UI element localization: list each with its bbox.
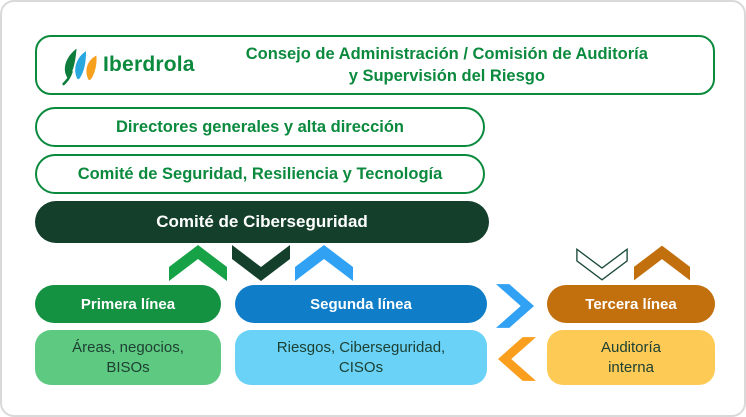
board-title: Consejo de Administración / Comisión de … bbox=[195, 43, 713, 87]
chevron-down-outline-icon bbox=[576, 248, 628, 281]
iberdrola-logo-text: Iberdrola bbox=[103, 53, 195, 76]
second-line-label: Segunda línea bbox=[310, 295, 412, 313]
first-line-label: Primera línea bbox=[80, 295, 176, 313]
third-line-detail-line2: interna bbox=[608, 358, 654, 376]
second-line-detail-line1: Riesgos, Ciberseguridad, bbox=[276, 338, 446, 356]
board-title-line1: Consejo de Administración / Comisión de … bbox=[245, 45, 648, 63]
third-line-pill: Tercera línea bbox=[547, 285, 715, 323]
second-line-pill: Segunda línea bbox=[235, 285, 487, 323]
third-line-detail-line1: Auditoría bbox=[600, 338, 662, 356]
second-line-detail-line2: CISOs bbox=[338, 358, 384, 376]
first-line-detail-line1: Áreas, negocios, bbox=[72, 338, 184, 356]
directors-box: Directores generales y alta dirección bbox=[35, 107, 485, 147]
chevron-down-dark-icon bbox=[232, 245, 290, 281]
third-line-detail-box: Auditoría interna bbox=[547, 330, 715, 385]
cyber-committee-box: Comité de Ciberseguridad bbox=[35, 201, 489, 243]
second-line-detail-box: Riesgos, Ciberseguridad, CISOs bbox=[235, 330, 487, 385]
board-title-line2: y Supervisión del Riesgo bbox=[348, 67, 545, 85]
chevron-right-blue-icon bbox=[496, 284, 534, 328]
first-line-pill: Primera línea bbox=[35, 285, 221, 323]
first-line-detail-box: Áreas, negocios, BISOs bbox=[35, 330, 221, 385]
third-line-label: Tercera línea bbox=[585, 295, 677, 313]
first-line-detail-line2: BISOs bbox=[106, 358, 150, 376]
chevron-up-blue-icon bbox=[295, 245, 353, 281]
chevron-left-orange-icon bbox=[498, 337, 536, 381]
board-box: Iberdrola Consejo de Administración / Co… bbox=[35, 35, 715, 95]
chevron-up-green-icon bbox=[169, 245, 227, 281]
chevron-up-orange-icon bbox=[634, 245, 690, 281]
iberdrola-logo: Iberdrola bbox=[61, 44, 195, 86]
security-committee-label: Comité de Seguridad, Resiliencia y Tecno… bbox=[77, 164, 443, 183]
security-committee-box: Comité de Seguridad, Resiliencia y Tecno… bbox=[35, 154, 485, 194]
directors-label: Directores generales y alta dirección bbox=[116, 117, 404, 136]
iberdrola-tree-icon bbox=[62, 48, 97, 86]
cyber-committee-label: Comité de Ciberseguridad bbox=[156, 212, 368, 231]
